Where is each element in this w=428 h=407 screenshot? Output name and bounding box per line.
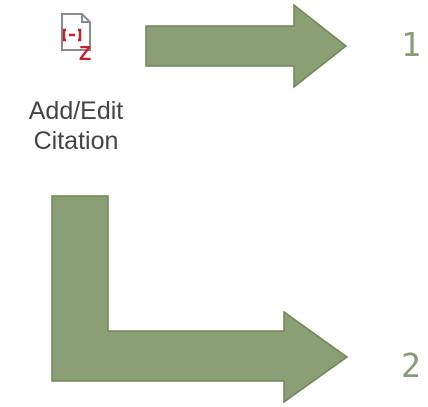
step-number-1: 1 bbox=[401, 25, 421, 64]
zotero-citation-icon: Z bbox=[61, 13, 91, 62]
button-label-line2: Citation bbox=[33, 127, 119, 155]
arrow-right-to-step-1 bbox=[145, 3, 348, 89]
button-label: Add/Edit Citation bbox=[29, 96, 124, 156]
arrow-down-right-to-step-2 bbox=[51, 195, 349, 404]
step-number-2: 2 bbox=[401, 346, 421, 385]
button-label-line1: Add/Edit bbox=[28, 97, 124, 125]
add-edit-citation-button[interactable]: Z Add/Edit Citation bbox=[8, 10, 144, 170]
svg-text:Z: Z bbox=[79, 43, 91, 62]
